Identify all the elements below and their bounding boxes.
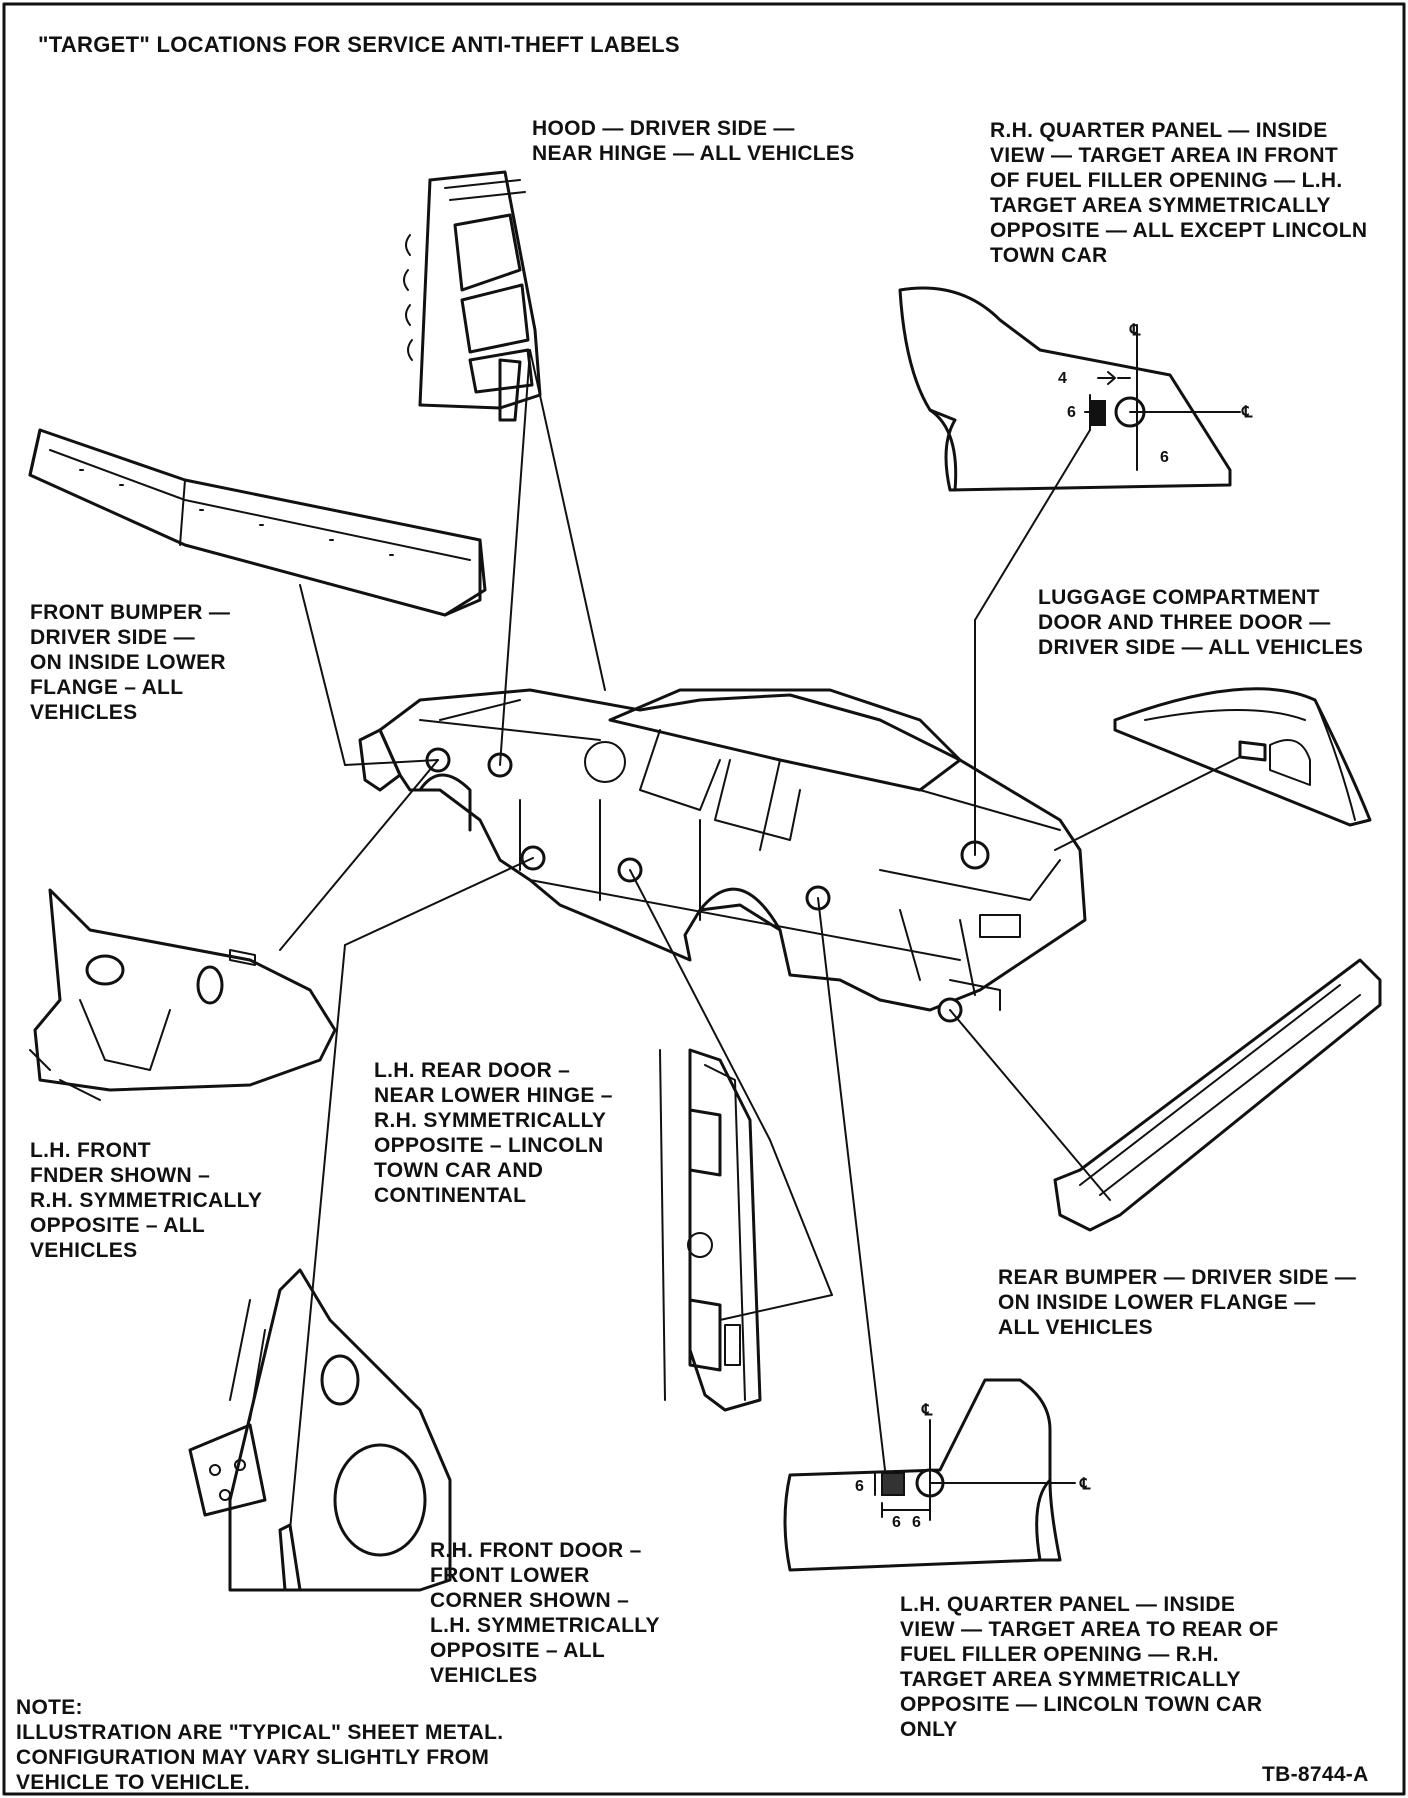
- lh-dimension-bottom-b: 6: [912, 1514, 922, 1531]
- front-bumper-detail: [28, 428, 487, 617]
- lh-front-fender-detail: [29, 888, 337, 1101]
- lh-dimension-bottom-a: 6: [892, 1514, 902, 1531]
- callout-lh-quarter-panel: L.H. QUARTER PANEL — INSIDE VIEW — TARGE…: [900, 1593, 1279, 1741]
- callout-rh-front-door: R.H. FRONT DOOR – FRONT LOWER CORNER SHO…: [430, 1539, 660, 1687]
- callout-lh-rear-door: L.H. REAR DOOR – NEAR LOWER HINGE – R.H.…: [374, 1059, 613, 1207]
- lh-centerline-top-mark: ℄: [922, 1402, 933, 1419]
- lh-dimension-left: 6: [855, 1478, 865, 1495]
- lh-rear-door-detail: [659, 1048, 762, 1412]
- figure-id: TB-8744-A: [1262, 1763, 1369, 1786]
- rh-dimension-top: 4: [1058, 370, 1068, 387]
- rh-centerline-right-mark: ℄: [1242, 404, 1253, 421]
- rh-centerline-top-mark: ℄: [1130, 322, 1141, 339]
- callout-luggage-compartment: LUGGAGE COMPARTMENT DOOR AND THREE DOOR …: [1038, 586, 1364, 659]
- rh-dimension-left: 6: [1067, 404, 1077, 421]
- rh-dimension-bottom: 6: [1160, 449, 1170, 466]
- rh-front-door-detail: [188, 1268, 452, 1592]
- callout-rear-bumper: REAR BUMPER — DRIVER SIDE — ON INSIDE LO…: [998, 1266, 1357, 1339]
- rear-bumper-detail: [1053, 958, 1382, 1232]
- callout-lh-front-fender: L.H. FRONT FNDER SHOWN – R.H. SYMMETRICA…: [30, 1139, 263, 1262]
- luggage-door-detail: [1113, 687, 1372, 827]
- diagram-note: NOTE: ILLUSTRATION ARE "TYPICAL" SHEET M…: [16, 1696, 504, 1794]
- callout-hood: HOOD — DRIVER SIDE — NEAR HINGE — ALL VE…: [532, 117, 855, 165]
- callout-rh-quarter-panel: R.H. QUARTER PANEL — INSIDE VIEW — TARGE…: [990, 119, 1368, 267]
- rh-quarter-panel-detail: [898, 286, 1241, 492]
- leader-lines: [279, 349, 1241, 1531]
- diagram-title: "TARGET" LOCATIONS FOR SERVICE ANTI-THEF…: [38, 32, 680, 57]
- hood-detail: [403, 170, 542, 422]
- car-body: [358, 688, 1087, 1012]
- lh-quarter-panel-detail: [783, 1378, 1076, 1572]
- callout-front-bumper: FRONT BUMPER — DRIVER SIDE — ON INSIDE L…: [30, 601, 231, 724]
- lh-centerline-right-mark: ℄: [1080, 1476, 1091, 1493]
